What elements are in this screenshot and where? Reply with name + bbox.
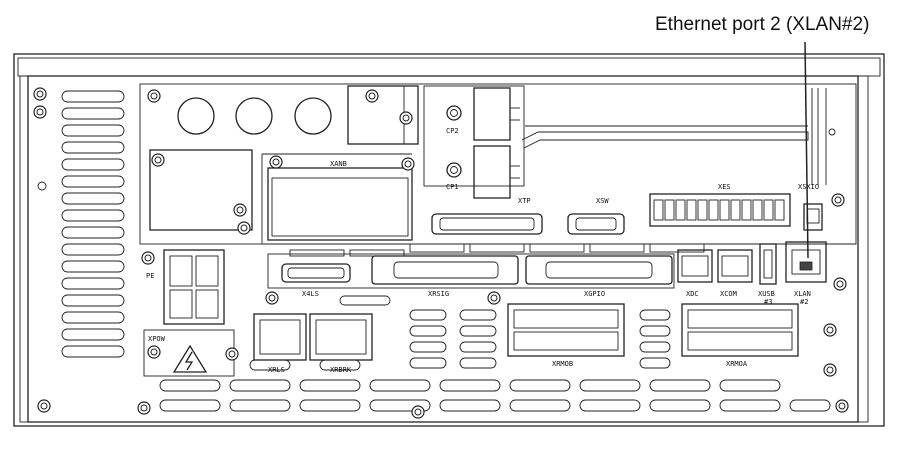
xanb-module bbox=[267, 167, 413, 241]
connector-row-frame bbox=[267, 253, 675, 289]
xsw-connector bbox=[567, 213, 625, 235]
cp1-port-inner bbox=[450, 166, 458, 174]
xrmoa-connector bbox=[681, 303, 799, 357]
xcom-port-inner bbox=[721, 255, 749, 277]
housing-outer bbox=[13, 53, 885, 427]
cp1-port bbox=[446, 162, 462, 178]
cp2-label: CP2 bbox=[446, 127, 459, 135]
xes-terminals bbox=[653, 199, 785, 221]
xrmoa-label: XRMOA bbox=[726, 360, 748, 368]
xlan-number: #2 bbox=[800, 298, 808, 306]
xpow-label: XPOW bbox=[148, 335, 166, 343]
xusb-number: #3 bbox=[764, 298, 772, 306]
xdc-port bbox=[677, 249, 713, 283]
screw-icons bbox=[33, 87, 849, 419]
board-hole bbox=[828, 128, 836, 136]
fan-holes bbox=[177, 97, 332, 135]
xusb-port-inner bbox=[763, 249, 773, 279]
left-module bbox=[149, 149, 253, 231]
callout-leader-line bbox=[804, 41, 809, 259]
left-mount-hole bbox=[37, 181, 47, 191]
x4ls-label: X4LS bbox=[302, 290, 319, 298]
lightning-bolt-icon bbox=[184, 351, 194, 371]
xtp-label: XTP bbox=[518, 197, 531, 205]
housing-top-rail bbox=[17, 57, 881, 77]
xusb-port bbox=[759, 243, 777, 285]
xlan-label: XLAN bbox=[794, 290, 811, 298]
xusb-label: XUSB bbox=[758, 290, 775, 298]
xrmoa-connector-bottom bbox=[687, 331, 793, 351]
xgpio-label: XGPIO bbox=[584, 290, 605, 298]
board-rails bbox=[289, 243, 705, 257]
xtp-connector bbox=[431, 213, 543, 235]
xlan2-port-inner bbox=[791, 249, 821, 275]
xtp-connector-inner bbox=[439, 217, 535, 231]
xrmob-label: XRMOB bbox=[552, 360, 573, 368]
right-slot-lines bbox=[811, 88, 827, 185]
xdc-label: XDC bbox=[686, 290, 699, 298]
xrls-connector bbox=[253, 313, 307, 361]
xrbrk-connector-inner bbox=[315, 319, 367, 355]
pe-label: PE bbox=[146, 272, 154, 280]
xanb-label: XANB bbox=[330, 160, 347, 168]
xcom-label: XCOM bbox=[720, 290, 737, 298]
pe-connector-top-right bbox=[195, 255, 219, 287]
xrsig-connector-inner bbox=[393, 261, 499, 279]
xrmob-connector bbox=[507, 303, 625, 357]
diagonal-strip bbox=[521, 131, 809, 149]
cp-block-lower bbox=[473, 145, 511, 199]
xrbrk-label: XRBRK bbox=[330, 366, 352, 374]
xcom-port bbox=[717, 249, 753, 283]
xrbrk-connector bbox=[309, 313, 373, 361]
xes-terminal-block bbox=[649, 193, 791, 227]
pe-connector bbox=[163, 249, 225, 325]
xrsig-connector bbox=[371, 255, 519, 285]
pe-connector-top-left bbox=[169, 255, 193, 287]
cp2-port bbox=[446, 105, 462, 121]
xrls-connector-inner bbox=[259, 319, 301, 355]
xrmob-connector-top bbox=[513, 309, 619, 329]
xes-label: XES bbox=[718, 183, 731, 191]
vent-slots-left bbox=[61, 90, 125, 358]
pe-connector-bottom-right bbox=[195, 289, 219, 319]
xanb-inner bbox=[271, 177, 409, 237]
housing-left-edge bbox=[19, 75, 29, 423]
callout-label: Ethernet port 2 (XLAN#2) bbox=[655, 14, 870, 35]
x4ls-connector bbox=[281, 263, 351, 283]
xlan2-port bbox=[785, 241, 827, 283]
vent-slots-bottom bbox=[159, 379, 831, 412]
vent-slots-middle bbox=[249, 295, 671, 371]
xsw-label: XSW bbox=[596, 197, 609, 205]
xrmoa-connector-top bbox=[687, 309, 793, 329]
pe-connector-bottom-left bbox=[169, 289, 193, 319]
cp1-label: CP1 bbox=[446, 183, 459, 191]
cp-block-tabs bbox=[510, 107, 520, 179]
xgpio-connector bbox=[525, 255, 673, 285]
x4ls-connector-inner bbox=[287, 267, 345, 279]
xsw-connector-inner bbox=[575, 217, 617, 231]
xrls-label: XRLS bbox=[268, 366, 285, 374]
housing-inner bbox=[27, 75, 859, 423]
xsxio-label: XSXIO bbox=[798, 183, 819, 191]
cp-block-upper bbox=[473, 87, 511, 141]
xsxio-connector bbox=[803, 203, 823, 231]
high-voltage-warning-icon bbox=[172, 344, 208, 373]
cp2-port-inner bbox=[450, 109, 458, 117]
xlan2-latch bbox=[799, 261, 813, 271]
housing-right-edge bbox=[857, 75, 869, 423]
xrmob-connector-bottom bbox=[513, 331, 619, 351]
xsxio-connector-inner bbox=[806, 208, 820, 224]
xdc-port-inner bbox=[681, 255, 709, 277]
xgpio-connector-inner bbox=[545, 261, 653, 279]
xrsig-label: XRSIG bbox=[428, 290, 449, 298]
